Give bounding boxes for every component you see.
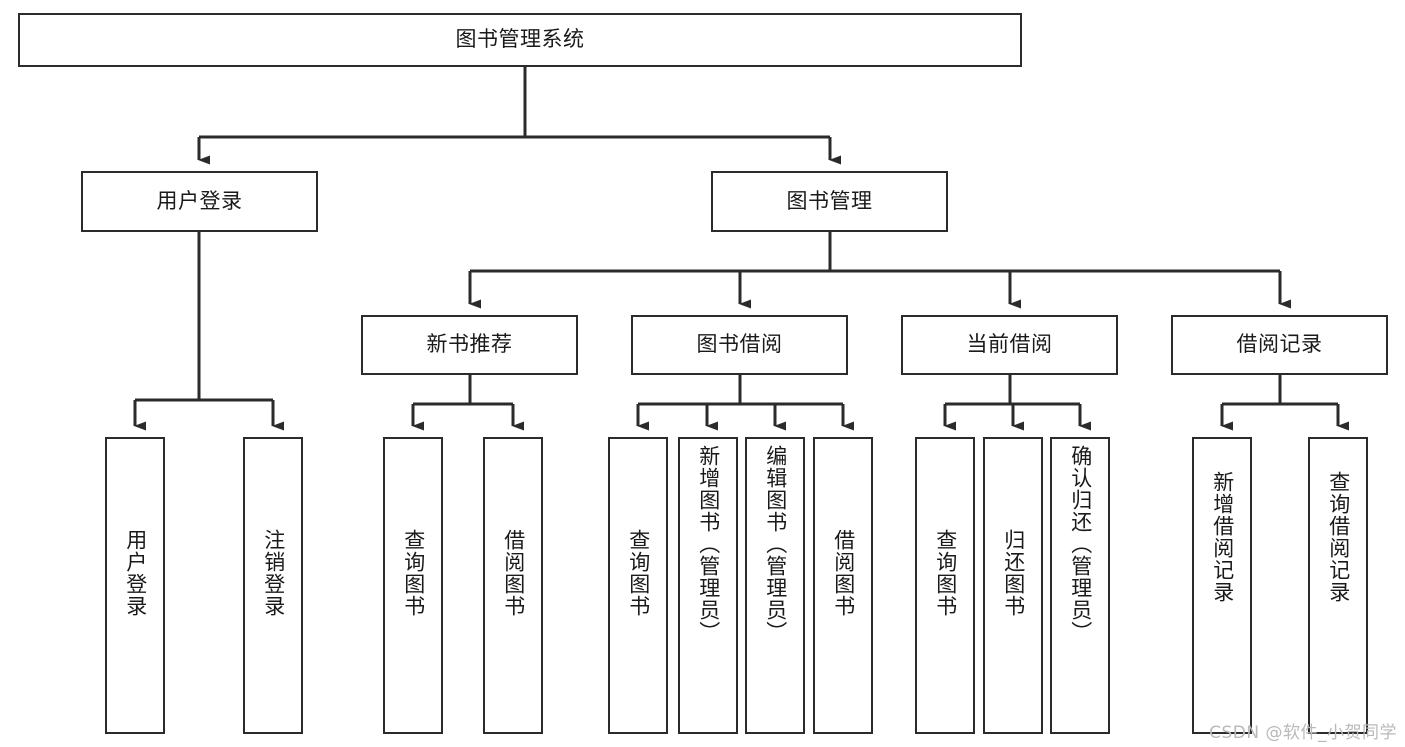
leaf-user-login-signout[interactable]: 注销登录 bbox=[243, 437, 303, 734]
csdn-watermark: CSDN @软件_小贺同学 bbox=[1209, 723, 1397, 743]
leaf-borrow-borrow-book[interactable]: 借阅图书 bbox=[813, 437, 873, 734]
node-label: 图书管理系统 bbox=[455, 27, 585, 52]
node-book-management[interactable]: 图书管理 bbox=[711, 171, 948, 232]
node-label: 查询图书 bbox=[626, 529, 651, 617]
node-label: 注销登录 bbox=[261, 529, 286, 617]
leaf-record-query-record[interactable]: 查询借阅记录 bbox=[1308, 437, 1368, 734]
node-root-book-management-system[interactable]: 图书管理系统 bbox=[18, 13, 1022, 67]
node-label: 借阅图书 bbox=[831, 529, 856, 617]
node-label: 图书借阅 bbox=[696, 332, 783, 357]
node-label: 归还图书 bbox=[1001, 529, 1026, 617]
node-label: 编辑图书（管理员） bbox=[763, 445, 788, 643]
leaf-new-book-borrow-book[interactable]: 借阅图书 bbox=[483, 437, 543, 734]
leaf-current-query-book[interactable]: 查询图书 bbox=[915, 437, 975, 734]
leaf-borrow-add-book-admin[interactable]: 新增图书（管理员） bbox=[678, 437, 738, 734]
node-label: 查询借阅记录 bbox=[1326, 471, 1351, 603]
leaf-record-add-record[interactable]: 新增借阅记录 bbox=[1192, 437, 1252, 734]
node-new-book-recommend[interactable]: 新书推荐 bbox=[361, 315, 578, 375]
node-current-borrow[interactable]: 当前借阅 bbox=[901, 315, 1118, 375]
node-label: 查询图书 bbox=[401, 529, 426, 617]
node-label: 查询图书 bbox=[933, 529, 958, 617]
node-label: 新增借阅记录 bbox=[1210, 471, 1235, 603]
leaf-user-login-signin[interactable]: 用户登录 bbox=[105, 437, 165, 734]
node-label: 新增图书（管理员） bbox=[696, 445, 721, 643]
node-label: 图书管理 bbox=[786, 188, 873, 213]
leaf-current-return-book[interactable]: 归还图书 bbox=[983, 437, 1043, 734]
leaf-borrow-query-book[interactable]: 查询图书 bbox=[608, 437, 668, 734]
node-label: 用户登录 bbox=[123, 529, 148, 617]
leaf-borrow-edit-book-admin[interactable]: 编辑图书（管理员） bbox=[745, 437, 805, 734]
node-label: 借阅图书 bbox=[501, 529, 526, 617]
node-label: 新书推荐 bbox=[426, 332, 513, 357]
node-label: 确认归还（管理员） bbox=[1068, 445, 1093, 643]
node-user-login[interactable]: 用户登录 bbox=[81, 171, 318, 232]
node-label: 当前借阅 bbox=[966, 332, 1053, 357]
leaf-current-confirm-return-admin[interactable]: 确认归还（管理员） bbox=[1050, 437, 1110, 734]
node-book-borrow[interactable]: 图书借阅 bbox=[631, 315, 848, 375]
node-label: 借阅记录 bbox=[1236, 332, 1323, 357]
node-borrow-record[interactable]: 借阅记录 bbox=[1171, 315, 1388, 375]
node-label: 用户登录 bbox=[156, 188, 243, 213]
leaf-new-book-query-book[interactable]: 查询图书 bbox=[383, 437, 443, 734]
